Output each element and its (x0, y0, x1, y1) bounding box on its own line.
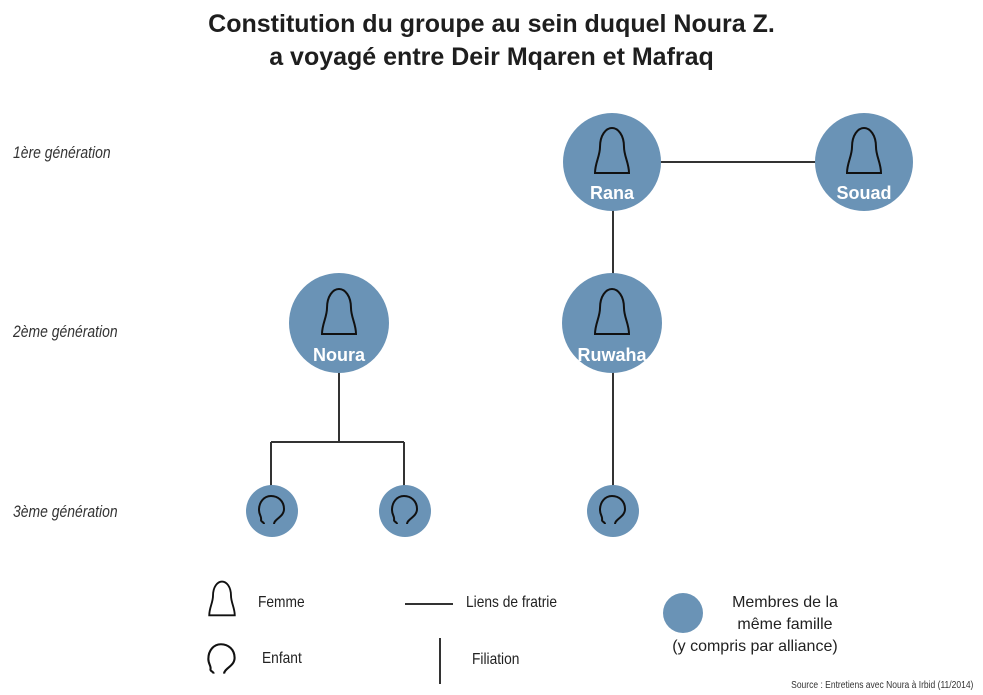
source-note: Source : Entretiens avec Noura à Irbid (… (790, 680, 973, 691)
title-line-1: Constitution du groupe au sein duquel No… (208, 10, 775, 38)
node-ruwaha: Ruwaha (562, 273, 662, 373)
legend-family-line-3: (y compris par alliance) (672, 638, 838, 655)
legend-woman-symbol (208, 580, 236, 617)
legend-family-line-2: même famille (737, 616, 833, 633)
legend-sibling-label: Liens de fratrie (466, 594, 558, 611)
legend-family-circle (663, 593, 703, 633)
title-line-2: a voyagé entre Deir Mqaren et Mafraq (269, 43, 714, 71)
legend-family-line-1: Membres de la (732, 594, 838, 611)
legend-child-label: Enfant (262, 650, 302, 667)
node-name-rana: Rana (590, 183, 635, 203)
node-rana: Rana (563, 113, 661, 211)
generation-label-2: 2ème génération (13, 322, 118, 341)
generation-label-3: 3ème génération (13, 502, 118, 521)
legend-woman-label: Femme (258, 594, 305, 611)
legend-child-symbol (207, 643, 236, 675)
node-name-souad: Souad (836, 183, 891, 203)
legend-family-label: Membres de la même famille (y compris pa… (640, 592, 870, 658)
generation-label-1: 1ère génération (13, 143, 111, 162)
node-name-noura: Noura (313, 345, 366, 365)
woman-icon (208, 580, 236, 617)
node-child-2 (379, 485, 431, 537)
node-name-ruwaha: Ruwaha (577, 345, 647, 365)
node-noura: Noura (289, 273, 389, 373)
child-icon (207, 643, 236, 675)
node-child-1 (246, 485, 298, 537)
node-child-3 (587, 485, 639, 537)
legend-filiation-label: Filiation (472, 651, 520, 668)
diagram-title: Constitution du groupe au sein duquel No… (0, 8, 983, 74)
node-souad: Souad (815, 113, 913, 211)
